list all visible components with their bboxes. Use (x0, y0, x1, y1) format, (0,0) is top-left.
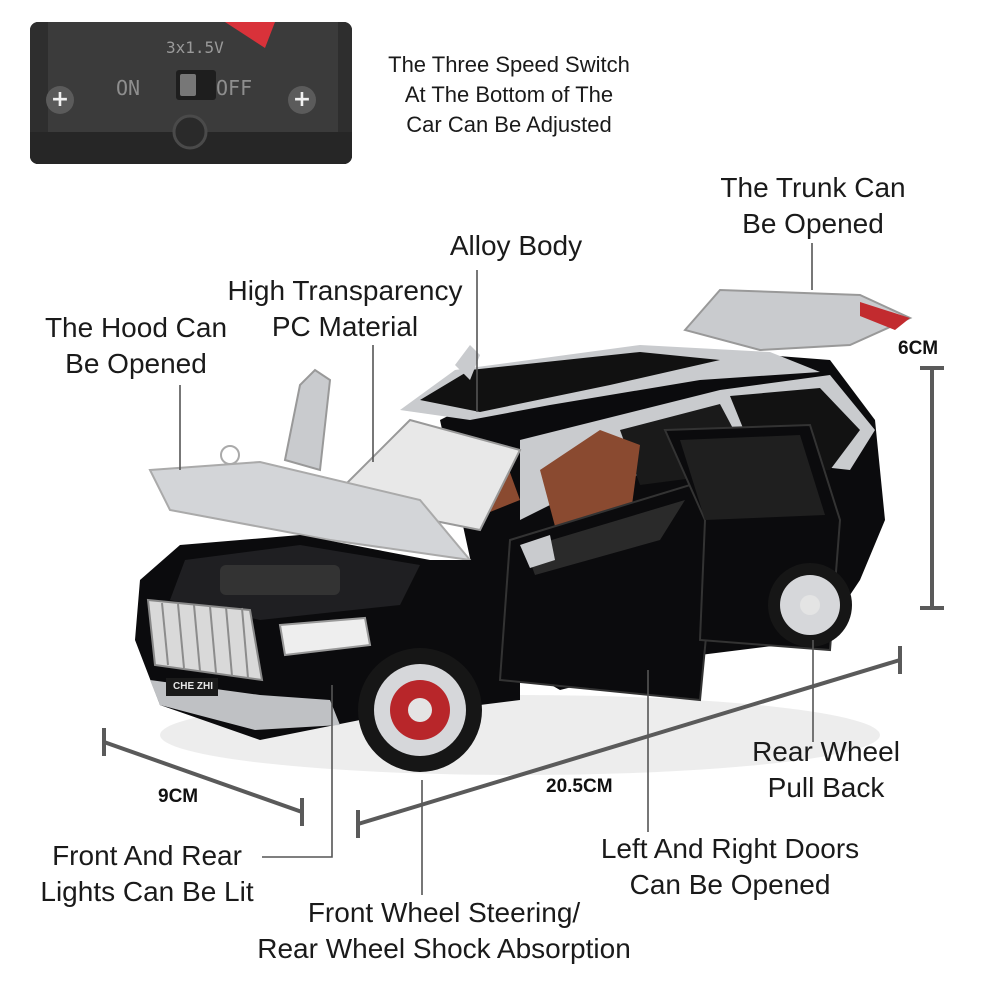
plate-text: CHE ZHI (173, 681, 213, 692)
steering-callout: Front Wheel Steering/ Rear Wheel Shock A… (257, 897, 631, 964)
lights-leader-line (262, 685, 333, 858)
width-dimension-label: 9CM (158, 786, 199, 807)
switch-off-text: OFF (216, 76, 253, 100)
alloy-body-callout: Alloy Body (449, 230, 583, 261)
trunk-callout: The Trunk Can Be Opened (720, 172, 906, 239)
plus-screw-right-icon: + (292, 87, 312, 112)
speed-switch-callout: The Three Speed Switch At The Bottom of … (388, 52, 630, 137)
length-dimension-line (357, 658, 901, 826)
width-dimension-line (103, 740, 303, 814)
rear-wheel-callout: Rear Wheel Pull Back (752, 736, 900, 803)
switch-battery-text: 3x1.5V (166, 38, 224, 57)
height-dimension-label: 6CM (898, 338, 939, 359)
pc-material-callout: High Transparency PC Material (227, 275, 463, 342)
hood-callout: The Hood Can Be Opened (44, 312, 228, 379)
plus-screw-left-icon: + (50, 87, 70, 112)
switch-on-text: ON (116, 76, 141, 100)
lights-callout: Front And Rear Lights Can Be Lit (40, 840, 254, 907)
switch-panel-drawing (30, 22, 352, 164)
doors-callout: Left And Right Doors Can Be Opened (600, 833, 860, 900)
switch-panel-inset: 3x1.5V ON OFF + + (30, 22, 352, 164)
length-dimension-label: 20.5CM (546, 776, 613, 797)
